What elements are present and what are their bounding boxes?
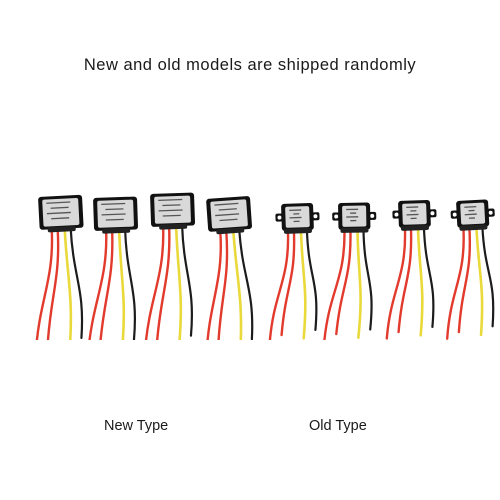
new-type-label: New Type bbox=[104, 418, 169, 434]
new-type-modules bbox=[34, 192, 254, 340]
old-module-1 bbox=[268, 202, 320, 340]
old-type-label: Old Type bbox=[309, 418, 367, 434]
headline: New and old models are shipped randomly bbox=[83, 56, 417, 74]
old-module-4 bbox=[445, 199, 495, 340]
new-module-2 bbox=[87, 196, 139, 340]
old-module-3 bbox=[385, 199, 437, 340]
old-type-modules bbox=[268, 199, 495, 340]
product-photo bbox=[34, 192, 495, 340]
new-module-4 bbox=[205, 196, 254, 340]
new-module-3 bbox=[144, 192, 196, 340]
new-module-1 bbox=[34, 194, 84, 340]
old-module-2 bbox=[323, 202, 377, 340]
